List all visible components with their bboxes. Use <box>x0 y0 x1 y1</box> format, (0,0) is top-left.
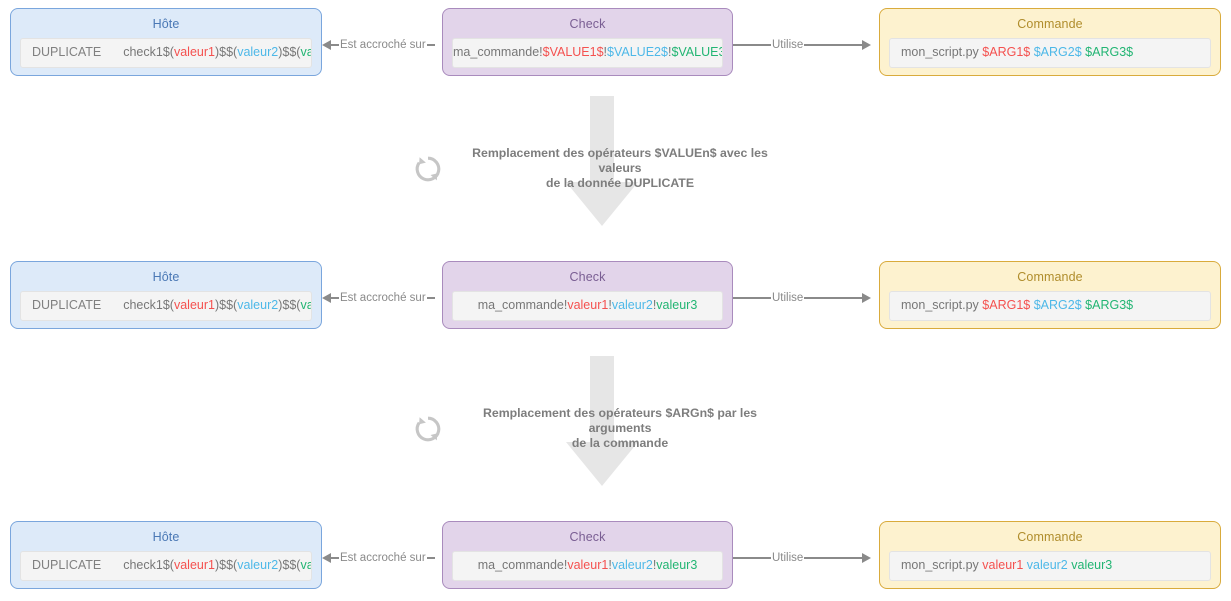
link-attached-to-row-2: Est accroché sur <box>322 291 442 305</box>
arrow-left-icon <box>322 293 331 303</box>
command-node-title: Commande <box>1017 530 1083 544</box>
host-expression-text: check1$(valeur1)$$(valeur2)$$(valeur3)$ <box>123 558 311 572</box>
host-expression-text: check1$(valeur1)$$(valeur2)$$(valeur3)$ <box>123 298 311 312</box>
check-node-title: Check <box>569 270 606 284</box>
step-note-text: Remplacement des opérateurs $ARGn$ par l… <box>482 406 758 450</box>
link-uses-row-2: Utilise <box>733 291 879 305</box>
duplicate-label: DUPLICATE <box>32 298 102 312</box>
refresh-cycle-icon <box>413 414 443 444</box>
command-node-expression: mon_script.py valeur1 valeur2 valeur3 <box>889 551 1211 581</box>
host-node-title: Hôte <box>152 270 180 284</box>
step-note-text: Remplacement des opérateurs $VALUEn$ ave… <box>472 146 768 190</box>
command-expression-text: mon_script.py $ARG1$ $ARG2$ $ARG3$ <box>901 45 1134 59</box>
refresh-cycle-icon <box>413 154 443 184</box>
check-expression-text: ma_commande!valeur1!valeur2!valeur3 <box>477 558 698 572</box>
duplicate-label: DUPLICATE <box>32 45 102 59</box>
link-label-attached-to: Est accroché sur <box>340 292 426 304</box>
link-label-uses: Utilise <box>772 292 804 304</box>
duplicate-label: DUPLICATE <box>32 558 102 572</box>
host-node-row-3[interactable]: Hôte DUPLICATE check1$(valeur1)$$(valeur2… <box>10 521 322 589</box>
check-node-row-3[interactable]: Check ma_commande!valeur1!valeur2!valeur… <box>442 521 733 589</box>
arrow-right-icon <box>862 40 872 50</box>
check-expression-text: ma_commande!valeur1!valeur2!valeur3 <box>477 298 698 312</box>
host-node-title: Hôte <box>152 17 180 31</box>
command-node-row-1[interactable]: Commande mon_script.py $ARG1$ $ARG2$ $AR… <box>879 8 1221 76</box>
check-node-title: Check <box>569 17 606 31</box>
host-node-expression: DUPLICATE check1$(valeur1)$$(valeur2)$$(v… <box>20 291 312 321</box>
host-node-row-2[interactable]: Hôte DUPLICATE check1$(valeur1)$$(valeur2… <box>10 261 322 329</box>
command-node-row-3[interactable]: Commande mon_script.py valeur1 valeur2 v… <box>879 521 1221 589</box>
arrow-left-icon <box>322 553 331 563</box>
check-node-expression: ma_commande!valeur1!valeur2!valeur3 <box>452 551 723 581</box>
link-attached-to-row-3: Est accroché sur <box>322 551 442 565</box>
arrow-right-icon <box>862 553 872 563</box>
command-node-title: Commande <box>1017 270 1083 284</box>
link-label-attached-to: Est accroché sur <box>340 39 426 51</box>
link-uses-row-3: Utilise <box>733 551 879 565</box>
link-attached-to-row-1: Est accroché sur <box>322 38 442 52</box>
host-node-expression: DUPLICATE check1$(valeur1)$$(valeur2)$$(v… <box>20 551 312 581</box>
transition-arrow-1 <box>560 96 644 226</box>
arrow-right-icon <box>862 293 872 303</box>
command-node-expression: mon_script.py $ARG1$ $ARG2$ $ARG3$ <box>889 38 1211 68</box>
arrow-left-icon <box>322 40 331 50</box>
command-node-expression: mon_script.py $ARG1$ $ARG2$ $ARG3$ <box>889 291 1211 321</box>
link-label-uses: Utilise <box>772 552 804 564</box>
command-expression-text: mon_script.py $ARG1$ $ARG2$ $ARG3$ <box>901 298 1134 312</box>
step-note-2: Remplacement des opérateurs $ARGn$ par l… <box>413 406 780 451</box>
transition-arrow-2 <box>560 356 644 486</box>
link-label-uses: Utilise <box>772 39 804 51</box>
command-expression-text: mon_script.py valeur1 valeur2 valeur3 <box>901 558 1113 572</box>
link-uses-row-1: Utilise <box>733 38 879 52</box>
link-label-attached-to: Est accroché sur <box>340 552 426 564</box>
command-node-title: Commande <box>1017 17 1083 31</box>
check-node-row-2[interactable]: Check ma_commande!valeur1!valeur2!valeur… <box>442 261 733 329</box>
check-node-expression: ma_commande!valeur1!valeur2!valeur3 <box>452 291 723 321</box>
host-node-expression: DUPLICATE check1$(valeur1)$$(valeur2)$$(v… <box>20 38 312 68</box>
host-node-title: Hôte <box>152 530 180 544</box>
step-note-1: Remplacement des opérateurs $VALUEn$ ave… <box>413 146 780 191</box>
host-expression-text: check1$(valeur1)$$(valeur2)$$(valeur3)$ <box>123 45 311 59</box>
check-node-row-1[interactable]: Check ma_commande!$VALUE1$!$VALUE2$!$VAL… <box>442 8 733 76</box>
check-node-title: Check <box>569 530 606 544</box>
host-node-row-1[interactable]: Hôte DUPLICATE check1$(valeur1)$$(valeur2… <box>10 8 322 76</box>
command-node-row-2[interactable]: Commande mon_script.py $ARG1$ $ARG2$ $AR… <box>879 261 1221 329</box>
check-node-expression: ma_commande!$VALUE1$!$VALUE2$!$VALUE3$ <box>452 38 723 68</box>
check-expression-text: ma_commande!$VALUE1$!$VALUE2$!$VALUE3$ <box>453 45 722 59</box>
